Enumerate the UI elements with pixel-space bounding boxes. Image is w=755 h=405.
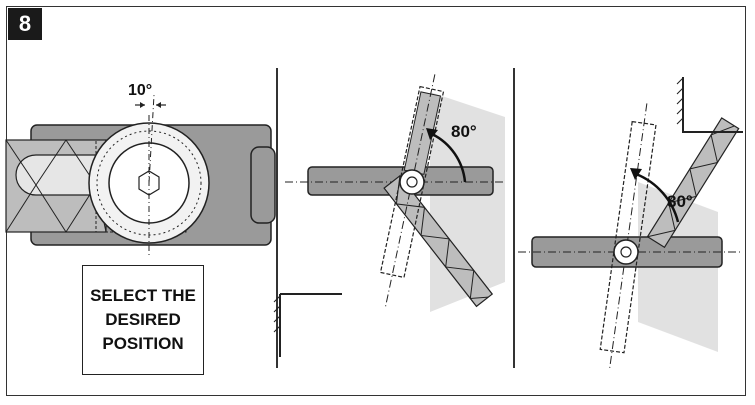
instruction-line-2: DESIRED	[105, 310, 181, 329]
panel-divider-left	[276, 68, 278, 368]
left-angle-label: 10°	[128, 82, 153, 99]
panel-divider-right	[513, 68, 515, 368]
instruction-line-3: POSITION	[102, 334, 184, 353]
right-angle-label: 80°	[667, 192, 693, 211]
right-panel-diagram	[518, 77, 743, 371]
middle-angle-label: 80°	[451, 122, 477, 141]
step-number-badge: 8	[8, 8, 42, 40]
step-number: 8	[18, 11, 32, 36]
instruction-line-1: SELECT THE	[90, 286, 196, 305]
instruction-box: SELECT THE DESIRED POSITION	[82, 265, 204, 375]
middle-panel-diagram	[273, 74, 505, 357]
left-panel-diagram	[5, 94, 276, 255]
